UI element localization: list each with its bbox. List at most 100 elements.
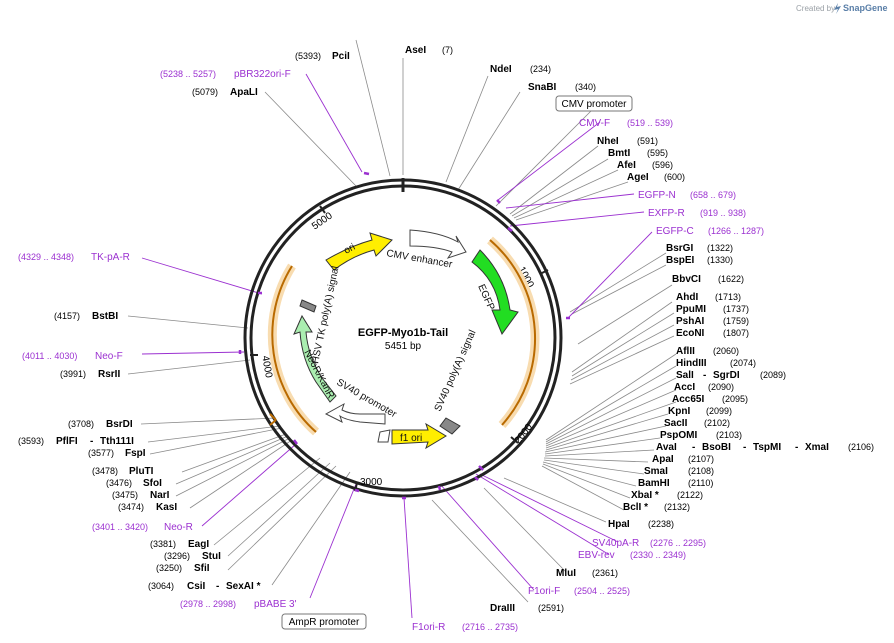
primer-range: (919 .. 938) [700, 208, 746, 218]
site-name: AseI [405, 45, 426, 56]
site-pos: (2591) [538, 603, 564, 613]
cmv-promoter-label: CMV promoter [561, 99, 627, 110]
site-pos: (1322) [707, 243, 733, 253]
feature-f1-ori [391, 422, 447, 450]
site-pos: (3478) [92, 466, 118, 476]
primer-name: pBR322ori-F [234, 69, 291, 80]
feature-label-f1-ori: f1 ori [400, 433, 422, 444]
site-name: NheI [597, 136, 619, 147]
site-pos: (3577) [88, 448, 114, 458]
primer-range: (5238 .. 5257) [160, 69, 216, 79]
site-name: SnaBI [528, 82, 557, 93]
feature-hsv-tk-polya [299, 299, 317, 313]
primer-name: F1ori-R [412, 622, 445, 633]
site-name: PpuMI [676, 304, 706, 315]
plasmid-name: EGFP-Myo1b-Tail [358, 327, 448, 339]
primer-range: (2504 .. 2525) [574, 586, 630, 596]
primer-range: (2330 .. 2349) [630, 550, 686, 560]
site-name: StuI [202, 551, 221, 562]
site-sep: - [692, 442, 695, 453]
site-name: BsrGI [666, 243, 693, 254]
site-name: BsrDI [106, 419, 133, 430]
site-pos: (2074) [730, 358, 756, 368]
feature-neor-kanr [293, 314, 337, 403]
tick-label-4000: 4000 [259, 355, 274, 379]
site-name: NdeI [490, 64, 512, 75]
site-pos: (2095) [722, 394, 748, 404]
feature-cmv-enhancer [409, 229, 467, 259]
feature-sv40-polya [439, 417, 461, 435]
primer-range: (2716 .. 2735) [462, 622, 518, 632]
primer-range: (2978 .. 2998) [180, 599, 236, 609]
site-pos: (2107) [688, 454, 714, 464]
site-name: SacII [664, 418, 688, 429]
site-pos: (1759) [723, 316, 749, 326]
site-name: Tth111I [100, 436, 134, 447]
site-name: KasI [156, 502, 177, 513]
site-name: CsiI [187, 581, 206, 592]
site-pos: (2102) [704, 418, 730, 428]
site-pos: (3991) [60, 369, 86, 379]
site-name: TspMI [753, 442, 781, 453]
tick-label-3000: 3000 [360, 477, 383, 488]
primer-name: EGFP-C [656, 226, 694, 237]
site-pos: (2089) [760, 370, 786, 380]
site-pos: (5393) [295, 51, 321, 61]
site-name: AfeI [617, 160, 636, 171]
primer-range: (4011 .. 4030) [22, 351, 77, 361]
site-name: DraIII [490, 603, 515, 614]
feature-label-hsv-tk-polya: HSV TK poly(A) signal [310, 265, 341, 364]
site-pos: (2060) [713, 346, 739, 356]
site-pos: (3064) [148, 581, 174, 591]
site-name: KpnI [668, 406, 690, 417]
site-name: PshAI [676, 316, 705, 327]
site-pos: (3708) [68, 419, 94, 429]
primer-name: Neo-R [164, 522, 193, 533]
site-name: SexAI * [226, 581, 261, 592]
site-pos: (2132) [664, 502, 690, 512]
site-sep: - [743, 442, 746, 453]
site-name: SfoI [143, 478, 162, 489]
site-pos: (3475) [112, 490, 138, 500]
site-name: BbvCI [672, 274, 701, 285]
feature-label-cmv-enhancer: CMV enhancer [385, 248, 453, 271]
site-name: EagI [188, 539, 209, 550]
site-name: PluTI [129, 466, 154, 477]
credit-brand: SnapGene [843, 3, 888, 13]
primer-name: EXFP-R [648, 208, 685, 219]
site-labels-left: (3064) CsiI - SexAI * (3250) SfiI (3296)… [18, 51, 350, 592]
primer-range: (1266 .. 1287) [708, 226, 764, 236]
primer-name: F1ori-F [528, 586, 560, 597]
primer-leader-lines [141, 73, 653, 619]
site-name: XbaI * [631, 490, 659, 501]
site-pos: (595) [647, 148, 668, 158]
site-pos: (234) [530, 64, 551, 74]
plasmid-length: 5451 bp [385, 341, 422, 352]
site-name: BmtI [608, 148, 630, 159]
site-pos: (3593) [18, 436, 44, 446]
site-name: XmaI [805, 442, 829, 453]
site-pos: (1807) [723, 328, 749, 338]
primer-range: (4329 .. 4348) [18, 252, 74, 262]
site-name: AccI [674, 382, 695, 393]
site-labels-right: AseI (7) NdeI (234) SnaBI (340) NheI (59… [405, 45, 874, 614]
site-pos: (1330) [707, 255, 733, 265]
site-pos: (2099) [706, 406, 732, 416]
site-name: EcoNI [676, 328, 705, 339]
site-pos: (340) [575, 82, 596, 92]
site-pos: (596) [652, 160, 673, 170]
site-name: Acc65I [672, 394, 704, 405]
site-sep: - [216, 581, 219, 592]
primer-name: TK-pA-R [91, 252, 130, 263]
credit-prefix: Created by [796, 4, 835, 13]
site-sep: - [703, 370, 706, 381]
primer-name: pBABE 3' [254, 599, 297, 610]
site-name: ApaLI [230, 87, 258, 98]
site-name: AflII [676, 346, 695, 357]
site-name: SalI [676, 370, 694, 381]
site-name: BclI * [623, 502, 648, 513]
site-pos: (1737) [723, 304, 749, 314]
site-name: AvaI [656, 442, 677, 453]
tick-label-2000: 2000 [513, 422, 536, 447]
